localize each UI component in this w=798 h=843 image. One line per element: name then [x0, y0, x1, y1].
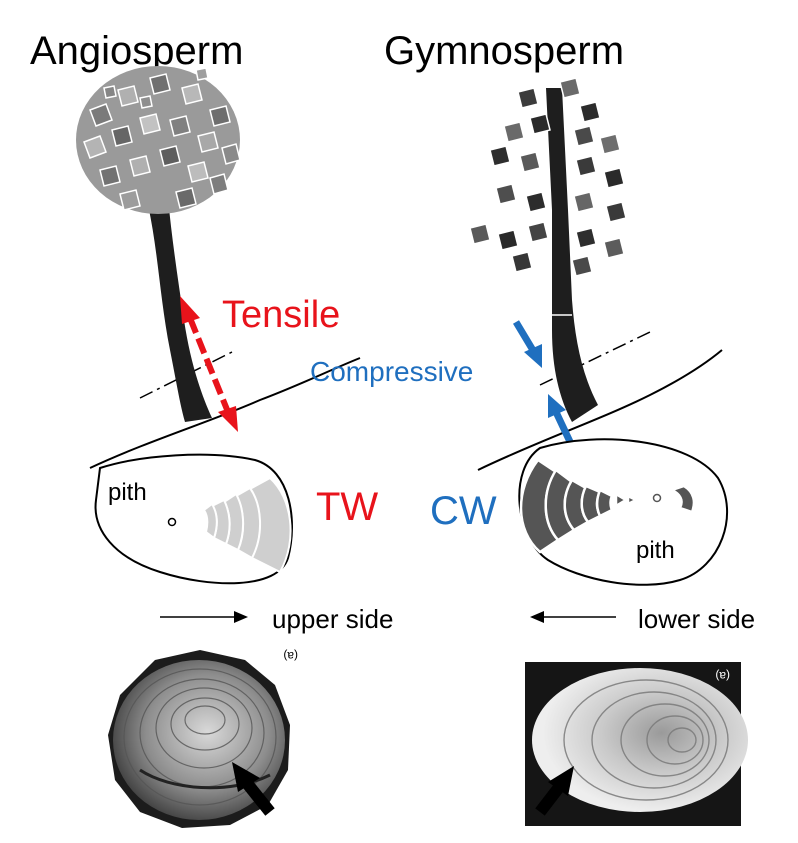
gymno-trunk	[546, 88, 598, 422]
lower-side-arrow-icon	[530, 611, 616, 623]
gymno-foliage	[469, 77, 627, 277]
lower-side-label: lower side	[638, 604, 755, 634]
compression-arrow-icon	[512, 320, 576, 448]
angio-foliage	[76, 66, 241, 214]
angio-photo-mark: (a)	[283, 649, 298, 663]
upper-side-arrow-icon	[160, 611, 248, 623]
angio-pith-label: pith	[108, 479, 147, 506]
gymno-photo-mark: (a)	[715, 669, 730, 683]
upper-side-label: upper side	[272, 604, 393, 634]
angio-photo-pointer-icon	[232, 762, 275, 816]
angiosperm-panel: Angiosperm	[30, 29, 393, 828]
gymno-pith-label: pith	[636, 537, 675, 564]
angio-ground-slope	[89, 351, 361, 469]
tensile-label: Tensile	[222, 294, 340, 336]
angio-cross-section	[94, 453, 293, 585]
tension-arrow-icon	[180, 296, 238, 432]
tension-wood-label: TW	[316, 485, 378, 529]
gymnosperm-panel: Gymnosperm	[310, 29, 755, 826]
angiosperm-title: Angiosperm	[30, 29, 243, 73]
gymno-pith-dot	[652, 493, 662, 503]
angio-trunk	[148, 198, 212, 422]
compression-wood-label: CW	[430, 489, 497, 533]
compression-wood-rings	[519, 458, 696, 554]
angio-pith-dot	[167, 517, 177, 527]
tension-wood-rings	[202, 476, 292, 574]
gymno-photo-pointer-icon	[535, 766, 574, 816]
gymno-cross-section	[518, 438, 728, 586]
gymno-cross-section-photo	[525, 662, 748, 826]
angio-stump-photo	[108, 650, 290, 828]
gymnosperm-title: Gymnosperm	[384, 29, 624, 73]
compressive-label: Compressive	[310, 356, 473, 387]
